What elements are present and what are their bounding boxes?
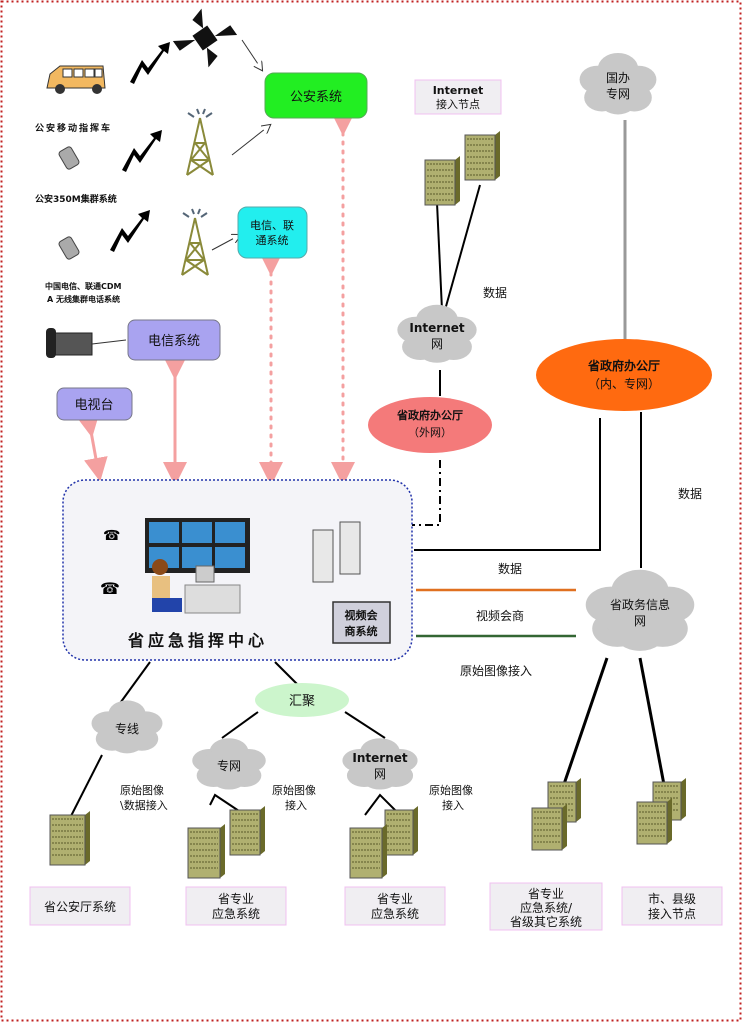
- internet-access-label: 接入节点: [436, 98, 480, 111]
- private-net-cloud-label: 专网: [217, 758, 241, 773]
- edge-label: 原始图像接入: [460, 663, 532, 678]
- video-conf-box: [332, 601, 391, 644]
- police-dept-label: 省公安厅系统: [44, 899, 116, 914]
- edge-label: 数据: [498, 561, 522, 576]
- telecom-system-box: [127, 319, 221, 361]
- police-350m-label: 公安350M集群系统: [35, 193, 117, 205]
- dedicated-line-cloud: 专线: [91, 700, 163, 754]
- spec-c-label: 应急系统/: [520, 900, 573, 915]
- city-label: 接入节点: [648, 906, 696, 921]
- edge-label: 视频会商: [476, 608, 524, 623]
- edge-label: 接入: [442, 799, 464, 812]
- edge-label: 原始图像: [429, 783, 473, 797]
- phone-icon: ☎: [103, 528, 120, 544]
- edge-label: 原始图像: [120, 783, 164, 797]
- van-icon: [46, 65, 106, 94]
- internet-access-box: [414, 79, 502, 115]
- video-conf-label: 商系统: [345, 624, 378, 638]
- cellphone-icon: [58, 236, 80, 260]
- gov-office-inner-label: （内、专网）: [588, 376, 660, 391]
- police-vehicle-label: 公安移动指挥车: [35, 122, 112, 134]
- internet-cloud: Internet 网: [397, 304, 477, 363]
- edge-label: 数据: [483, 285, 507, 300]
- tv-station-box: [56, 387, 133, 421]
- building-icon: [349, 824, 387, 879]
- internet-access-label: Internet: [433, 84, 484, 97]
- cdma-label: A 无线集群电话系统: [47, 294, 120, 304]
- cdma-label: 中国电信、联通CDM: [45, 281, 122, 291]
- telephone-icon: ☎: [100, 579, 120, 598]
- gov-office-outer-label: 省政府办公厅: [396, 408, 463, 422]
- state-office-cloud-label: 国办: [606, 70, 630, 85]
- radio-tower-icon: [181, 208, 209, 276]
- gov-office-outer-oval: [368, 397, 492, 453]
- building-icon: [424, 156, 460, 206]
- police-system-label: 公安系统: [290, 90, 342, 105]
- spec-c-label: 省专业: [528, 886, 564, 901]
- building-icon: [384, 806, 418, 856]
- telecom-unicom-box: [237, 206, 308, 259]
- building-icon: [187, 824, 225, 879]
- gov-office-inner-oval: [536, 339, 712, 411]
- internet-cloud-label: Internet: [409, 321, 464, 335]
- spec-b-label: 省专业: [377, 891, 413, 906]
- edge-label: 数据: [678, 486, 702, 501]
- tv-station-label: 电视台: [74, 398, 113, 413]
- spec-a-label: 应急系统: [212, 906, 260, 921]
- cellphone-icon: [58, 146, 80, 170]
- server-icon: [312, 521, 361, 583]
- edge-label: 原始图像: [272, 783, 316, 797]
- spec-a-label: 省专业: [218, 891, 254, 906]
- internet2-cloud-label: Internet: [352, 751, 407, 765]
- internet-cloud-label: 网: [431, 337, 443, 351]
- private-net-cloud: 专网: [192, 738, 266, 790]
- edge-label: \数据接入: [120, 798, 168, 812]
- gov-info-net-cloud-label: 网: [634, 614, 646, 628]
- lightning-icon: [122, 130, 162, 172]
- lightning-icon: [110, 210, 150, 252]
- aggregation-oval: [255, 683, 349, 717]
- city-label: 市、县级: [648, 891, 696, 906]
- building-icon: [531, 804, 567, 851]
- police-system-box: [264, 72, 368, 119]
- edge-label: 接入: [285, 799, 307, 812]
- building-icon: [49, 811, 90, 866]
- radio-tower-icon: [186, 108, 214, 176]
- dedicated-line-cloud-label: 专线: [115, 721, 139, 736]
- satellite-icon: [172, 8, 238, 68]
- gov-office-outer-label: （外网）: [408, 426, 452, 439]
- connections: [69, 39, 667, 819]
- gov-info-net-cloud-label: 省政务信息: [610, 597, 670, 612]
- telecom-system-label: 电信系统: [148, 334, 200, 349]
- telecom-unicom-label: 通系统: [256, 234, 289, 247]
- internet2-cloud: Internet 网: [342, 738, 418, 790]
- lightning-icon: [130, 42, 170, 84]
- command-center-label: 省应急指挥中心: [127, 631, 268, 650]
- video-conf-label: 视频会: [345, 608, 379, 622]
- operator-icon: [152, 559, 241, 614]
- spec-b-label: 应急系统: [371, 906, 419, 921]
- desk-phone-icon: [46, 328, 127, 358]
- building-icon: [464, 131, 500, 181]
- state-office-cloud-label: 专网: [606, 86, 630, 101]
- building-icon: [229, 806, 265, 856]
- internet2-cloud-label: 网: [374, 767, 386, 781]
- building-icon: [636, 798, 672, 845]
- edge-labels: 数据 数据 数据 视频会商 原始图像接入 原始图像 \数据接入 原始图像 接入 …: [120, 285, 702, 812]
- bottom-boxes: 省公安厅系统 省专业 应急系统 省专业 应急系统 省专业 应急系统/ 省级其它系…: [29, 882, 723, 931]
- gov-office-inner-label: 省政府办公厅: [587, 358, 660, 373]
- aggregation-label: 汇聚: [289, 694, 315, 709]
- spec-c-label: 省级其它系统: [510, 914, 582, 929]
- telecom-unicom-label: 电信、联: [250, 219, 294, 232]
